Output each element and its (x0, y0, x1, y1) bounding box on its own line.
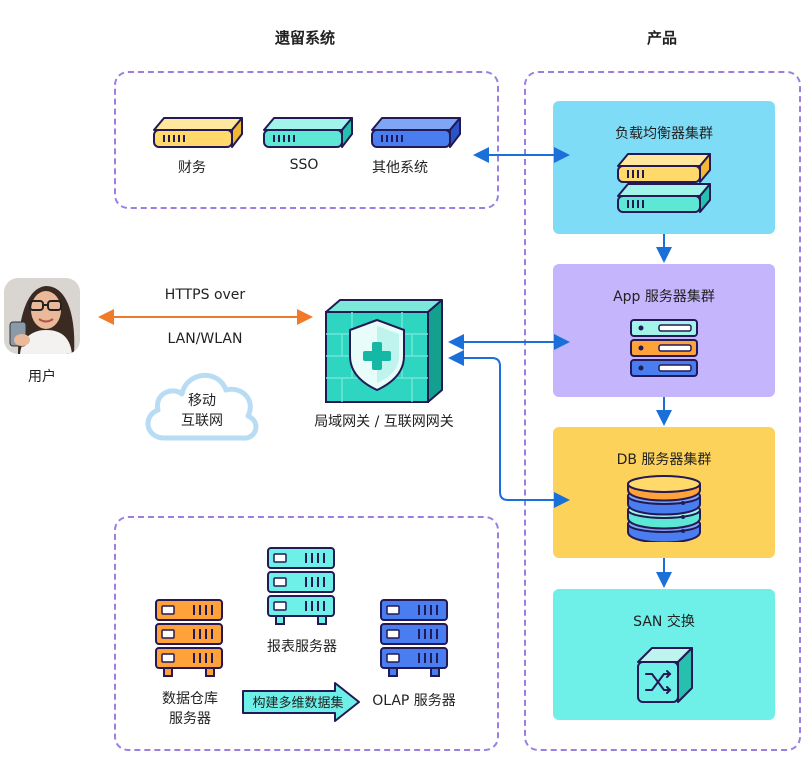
san-switch-label: SAN 交换 (633, 614, 695, 630)
data-warehouse-group (114, 516, 499, 751)
cloud-label-line2: 互联网 (181, 413, 223, 429)
load-balancer-cluster-label: 负载均衡器集群 (615, 126, 713, 142)
app-server-cluster-label: App 服务器集群 (613, 289, 715, 305)
gateway-label: 局域网关 / 互联网网关 (314, 414, 454, 430)
report-server-icon (266, 546, 336, 626)
db-server-cluster-label: DB 服务器集群 (616, 452, 712, 468)
legacy-systems-header: 遗留系统 (274, 29, 335, 47)
other-systems-label: 其他系统 (372, 160, 428, 176)
connection-label-line1: HTTPS over (164, 287, 246, 303)
load-balancer-icon (614, 150, 714, 216)
product-header: 产品 (646, 29, 677, 47)
other-systems-server-icon (368, 112, 462, 152)
build-cube-arrow (241, 681, 361, 723)
olap-server-label: OLAP 服务器 (372, 693, 456, 709)
database-icon (625, 474, 703, 544)
user-avatar (4, 278, 80, 354)
report-server-label: 报表服务器 (267, 639, 337, 655)
gateway-firewall-icon (322, 298, 444, 404)
user-label: 用户 (28, 369, 56, 385)
build-cube-label: 构建多维数据集 (252, 696, 344, 711)
legacy-systems-group (114, 71, 499, 209)
olap-server-icon (379, 598, 449, 678)
app-server-rack-icon (629, 318, 699, 378)
cloud-label-line1: 移动 (188, 393, 216, 409)
sso-label: SSO (289, 157, 319, 173)
finance-label: 财务 (178, 160, 206, 176)
sso-server-icon (260, 112, 354, 152)
data-warehouse-label-line1: 数据仓库 (162, 691, 218, 707)
finance-server-icon (150, 112, 243, 152)
cloud-icon (138, 360, 264, 444)
data-warehouse-label-line2: 服务器 (169, 711, 211, 727)
connection-label-line2: LAN/WLAN (167, 331, 243, 347)
data-warehouse-server-icon (154, 598, 224, 678)
gateway-db-arrow (448, 350, 570, 508)
san-switch-icon (634, 644, 694, 704)
